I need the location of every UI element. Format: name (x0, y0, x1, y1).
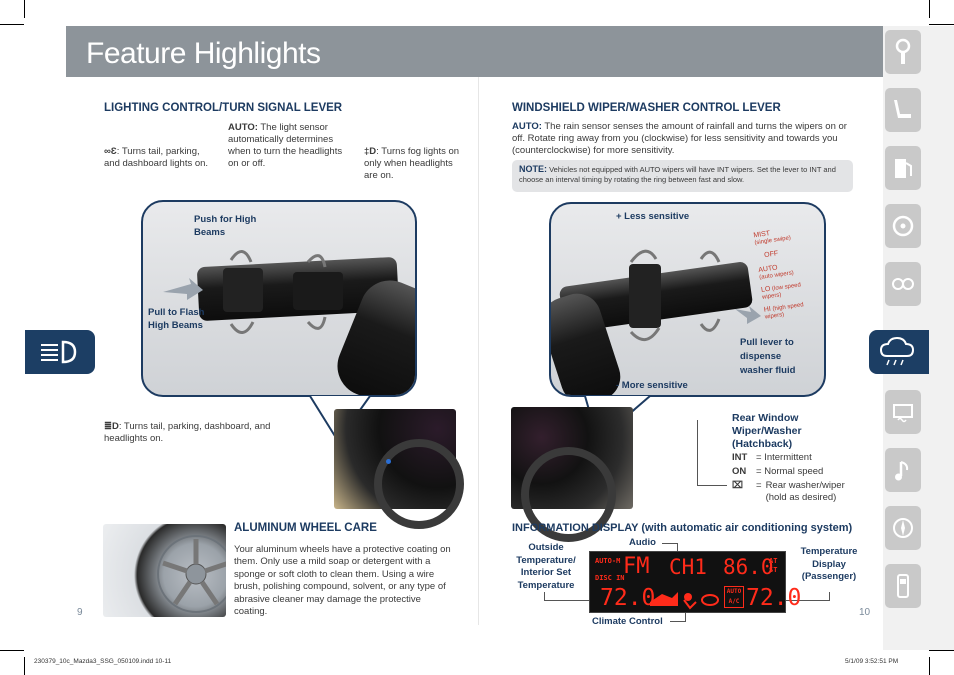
wiper-note: NOTE: Vehicles not equipped with AUTO wi… (512, 160, 853, 192)
header-bar: Feature Highlights (66, 26, 883, 77)
key-icon[interactable] (885, 30, 921, 74)
page-title: Feature Highlights (86, 37, 321, 70)
wheel-spokes (157, 535, 226, 613)
headlight-small-icon: ≣D (104, 421, 119, 432)
fog-light-icon: ‡D (364, 146, 377, 157)
audio-bracket (662, 543, 678, 553)
gauges-icon[interactable] (885, 262, 921, 306)
wheel-care-heading: ALUMINUM WHEEL CARE (234, 522, 377, 534)
page-number-right: 10 (859, 607, 871, 618)
wheel-photo (103, 524, 226, 617)
lighting-heading: LIGHTING CONTROL/TURN SIGNAL LEVER (104, 102, 343, 114)
pull-flash-label: Pull to Flash High Beams (148, 307, 205, 331)
wiper-arrows (629, 249, 761, 341)
lcd-channel: CH1 (669, 555, 707, 579)
wheel-care-body: Your aluminum wheels have a protective c… (234, 544, 451, 618)
temp-display-label: Temperature Display (Passenger) (800, 546, 858, 582)
pull-lever-label: Pull lever to dispense washer fluid (740, 337, 796, 376)
navigation-icon[interactable] (885, 506, 921, 550)
phone-icon[interactable] (885, 564, 921, 608)
lcd-st: ST (769, 566, 778, 574)
lcd-frequency: 86.0 (723, 555, 774, 579)
dashboard-photo (334, 409, 464, 529)
page-divider (478, 77, 479, 625)
wiper-positions: MIST(single swipe) OFF AUTO(auto wipers)… (753, 230, 805, 321)
interior-photo (511, 407, 633, 542)
music-icon[interactable] (885, 448, 921, 492)
lever-arrows (163, 250, 327, 334)
fog-ring (293, 272, 343, 310)
headlights-text: ≣D: Turns tail, parking, dashboard, and … (104, 421, 271, 444)
info-lcd-display: AUTO-M DISC IN FM CH1 86.0 AT ST 72.0 AU… (589, 551, 801, 613)
climate-bracket (670, 612, 686, 622)
rear-row-washer: ⌧ = Rear washer/wiper (hold as desired) (732, 480, 845, 503)
lighting-ring (223, 268, 263, 312)
lcd-auto-m: AUTO-M (595, 557, 621, 565)
wiper-heading: WINDSHIELD WIPER/WASHER CONTROL LEVER (512, 102, 781, 114)
wiper-ring (629, 264, 661, 328)
temp-display-bracket (786, 592, 830, 601)
fog-lights-text: ‡D: Turns fog lights on only when headli… (364, 146, 460, 181)
footer-file-info: 230379_10c_Mazda3_SSG_050109.indd 10-11 (34, 658, 172, 665)
lcd-right-temp: 72.0 (746, 585, 802, 611)
wiper-auto-text: AUTO: The rain sensor senses the amount … (512, 121, 847, 156)
seat-icon[interactable] (885, 88, 921, 132)
climate-icon[interactable] (885, 390, 921, 434)
page-number-left: 9 (77, 607, 83, 618)
outside-temp-bracket (544, 592, 590, 601)
tail-lights-text: ∞Ɛ: Turns tail, parking, and dashboard l… (104, 146, 209, 169)
more-sensitive-label: - More sensitive (616, 380, 688, 391)
lighting-lever-photo (141, 200, 417, 397)
footer-timestamp: 5/1/09 3:52:51 PM (845, 658, 899, 665)
less-sensitive-label: + Less sensitive (616, 211, 690, 222)
rear-wiper-bracket (697, 420, 727, 486)
auto-light-text: AUTO: The light sensor automatically det… (228, 122, 343, 169)
parking-light-icon: ∞Ɛ (104, 146, 117, 157)
outside-temp-label: Outside Temperature/ Interior Set Temper… (516, 542, 576, 591)
lcd-fm: FM (623, 554, 650, 579)
wiper-lever-photo: MIST(single swipe) OFF AUTO(auto wipers)… (549, 202, 826, 397)
lcd-auto-ac-badge: AUTO A/C (724, 586, 744, 608)
lcd-left-temp: 72.0 (600, 585, 656, 611)
lcd-disc-in: DISC IN (595, 574, 625, 582)
audio-label: Audio (629, 537, 656, 548)
fuel-icon[interactable] (885, 146, 921, 190)
rear-row-on: ON= Normal speed (732, 466, 824, 477)
info-display-heading: INFORMATION DISPLAY (with automatic air … (512, 522, 853, 534)
climate-control-label: Climate Control (592, 616, 663, 627)
rear-row-int: INT= Intermittent (732, 452, 812, 463)
rear-washer-icon: ⌧ (732, 480, 743, 491)
push-high-beams-label: Push for High Beams (194, 214, 257, 238)
lcd-fan-mode-icons (650, 592, 719, 610)
lcd-at: AT (769, 557, 778, 565)
rear-wiper-title: Rear Window Wiper/Washer (Hatchback) (732, 412, 802, 450)
steering-wheel-icon[interactable] (885, 204, 921, 248)
rain-cloud-icon[interactable] (869, 330, 929, 374)
headlight-icon[interactable] (25, 330, 95, 374)
